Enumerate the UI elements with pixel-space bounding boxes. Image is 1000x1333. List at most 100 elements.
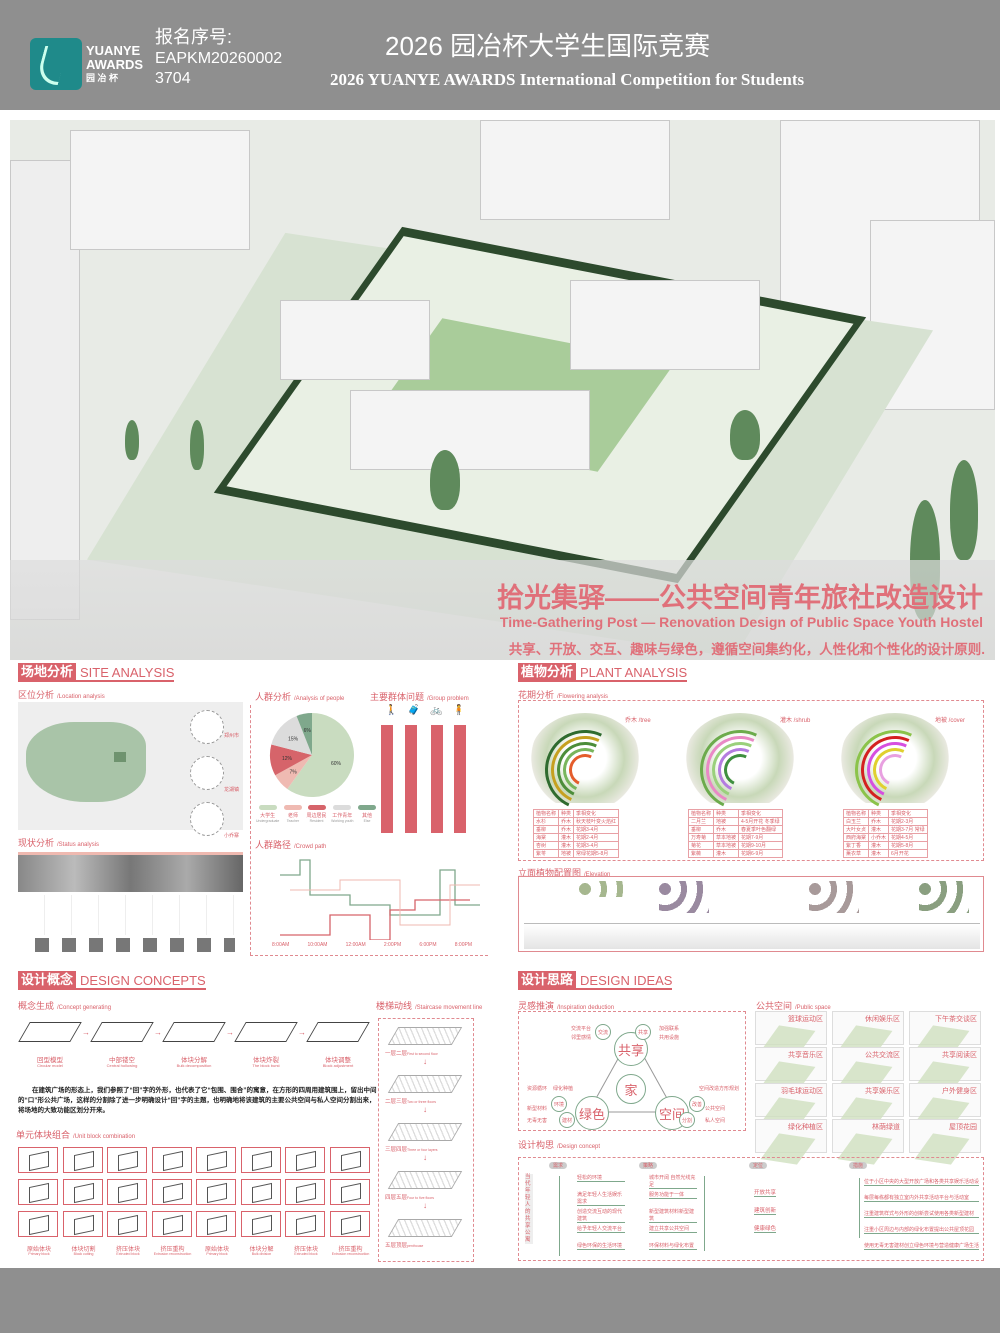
group-problem-column (381, 725, 393, 833)
table-cell: 大叶女贞 (842, 825, 870, 834)
plant-group-name: 地被 /cover (935, 718, 966, 724)
table-cell: 季相变化 (573, 809, 620, 818)
label-cn: 四层五层 (385, 1195, 408, 1201)
unit-block-cell (196, 1179, 236, 1205)
need-item: 给予年轻人交流平台 (577, 1225, 625, 1233)
space-label: 共享娱乐区 (865, 1088, 900, 1095)
legend-label: 大学生 (260, 813, 276, 819)
measure-item: 使用无毒无害建材创立绿色环境与营造健康广场生活的空间 (864, 1243, 979, 1250)
street-photo-strip (18, 852, 243, 892)
floor-plan-icon (387, 1171, 463, 1189)
elevation-label: 立面植物配置图/Elevation (518, 866, 610, 879)
building-elevation (524, 923, 980, 949)
unit-label: 挤压重构 (160, 1247, 185, 1253)
position-item: 健康绿色 (754, 1226, 777, 1233)
unit-block-cell (240, 1211, 281, 1237)
status-diagram (18, 895, 243, 935)
table-cell: 垂柳 (687, 825, 715, 834)
header-bar: YUANYE AWARDS 园 冶 杯 报名序号: EAPKM20260002 … (0, 0, 1000, 110)
step-label-en: The block burst (252, 1063, 280, 1068)
table-cell: 灌木 (868, 825, 890, 834)
street (10, 560, 995, 660)
label-cn: 一层二层 (385, 1051, 408, 1057)
legend-swatch (283, 805, 302, 810)
unit-block-cell (329, 1211, 370, 1237)
down-arrow-icon: ↓ (423, 1057, 427, 1066)
group-problem-column (405, 725, 417, 833)
root-label: 当代年轻人的共享公寓 (525, 1174, 533, 1244)
plant-foliage (530, 713, 640, 803)
staircase-label: 楼梯动线/Staircase movement line (376, 999, 482, 1012)
unit-label-en: Primary block (206, 1252, 228, 1256)
floor-plan-icon (387, 1123, 463, 1141)
pie-slice-4 (296, 713, 312, 755)
unit-block-cell (285, 1147, 325, 1173)
legend-label: 其他 (361, 813, 372, 819)
traveler-icon: 🧳 (407, 705, 420, 716)
table-cell: 季相变化 (738, 809, 783, 818)
node-label: 私人空间 (705, 1118, 726, 1124)
label-en: /Analysis of people (294, 696, 345, 702)
crowd-path-label: 人群路径/Crowd path (255, 838, 326, 851)
concept-generating-label: 概念生成/Concept generating (18, 999, 111, 1012)
zoom-circle-map (190, 710, 224, 744)
space-label: 公共交流区 (865, 1052, 900, 1059)
plant-swatches (579, 881, 629, 897)
public-space-tile: 共享音乐区 (755, 1047, 827, 1093)
pie-slice-1 (275, 755, 312, 789)
time-tick: 10:00AM (307, 942, 328, 948)
node-label: 空间改造 (699, 1086, 720, 1092)
heading-cn: 设计概念 (18, 971, 77, 989)
unit-label-en: Extruded block (294, 1252, 318, 1256)
floor-plan-icon (387, 1075, 463, 1093)
public-space-tile: 户外健身区 (909, 1083, 981, 1129)
label-cn: 楼梯动线 (376, 1001, 413, 1011)
plant-swatches (809, 881, 859, 913)
label-en: /Crowd path (294, 844, 327, 850)
column-head: 定位 (749, 1162, 768, 1169)
label-cn: 五层顶层 (385, 1243, 408, 1249)
table-cell: 乔木 (713, 825, 740, 834)
unit-label: 原始体块 (26, 1247, 51, 1253)
heading-en: DESIGN CONCEPTS (80, 972, 206, 988)
china-map (26, 722, 146, 802)
column-head: 措施 (849, 1162, 868, 1169)
map-label: 龙湖镇 (224, 787, 240, 793)
group-icons: 🚶🧳🚲🧍 (380, 705, 470, 716)
concept-paragraph: 在建筑广场的形态上，我们参照了“回”字的外形，也代表了它“包围、围合”的寓意，在… (18, 1087, 377, 1114)
label-cn: 人群分析 (255, 692, 292, 702)
plant-foliage (840, 713, 950, 803)
table-cell: 花期2-3月 (888, 817, 928, 826)
node-label: 方形规划 (719, 1086, 740, 1092)
need-item: 轻松的环境 (577, 1174, 625, 1182)
public-space-tile: 羽毛球运动区 (755, 1083, 827, 1129)
people-pie-chart: 60%7%12%15%6% (270, 713, 354, 797)
hostel-block (280, 300, 430, 380)
table-cell: 秋天枝叶变火焰红 (573, 817, 620, 826)
site-photos (35, 938, 235, 952)
label-en: /Design concept (557, 1144, 601, 1150)
table-cell: 植物名称 (687, 809, 715, 818)
unit-label: 挤压体块 (293, 1247, 318, 1253)
unit-block-cell (18, 1147, 58, 1173)
down-arrow-icon: ↓ (423, 1153, 427, 1162)
staircase-panel: 一层二层First to second floor↓二层三层Two or thr… (378, 1018, 474, 1262)
background-building (480, 120, 670, 220)
unit-block-cell (240, 1147, 281, 1173)
small-node: 建材 (559, 1112, 575, 1128)
table-row: 海棠灌木花期2-4月 (532, 833, 620, 842)
project-title-cn: 拾光集驿——公共空间青年旅社改造设计 (497, 583, 983, 613)
space-label: 屋顶花园 (949, 1124, 977, 1131)
table-cell: 灌木 (868, 841, 890, 850)
site-province (114, 752, 126, 762)
heading-en: PLANT ANALYSIS (580, 664, 688, 680)
table-cell: 小乔木 (868, 833, 890, 842)
divider (250, 705, 251, 955)
label-en: /Elevation (584, 872, 611, 878)
